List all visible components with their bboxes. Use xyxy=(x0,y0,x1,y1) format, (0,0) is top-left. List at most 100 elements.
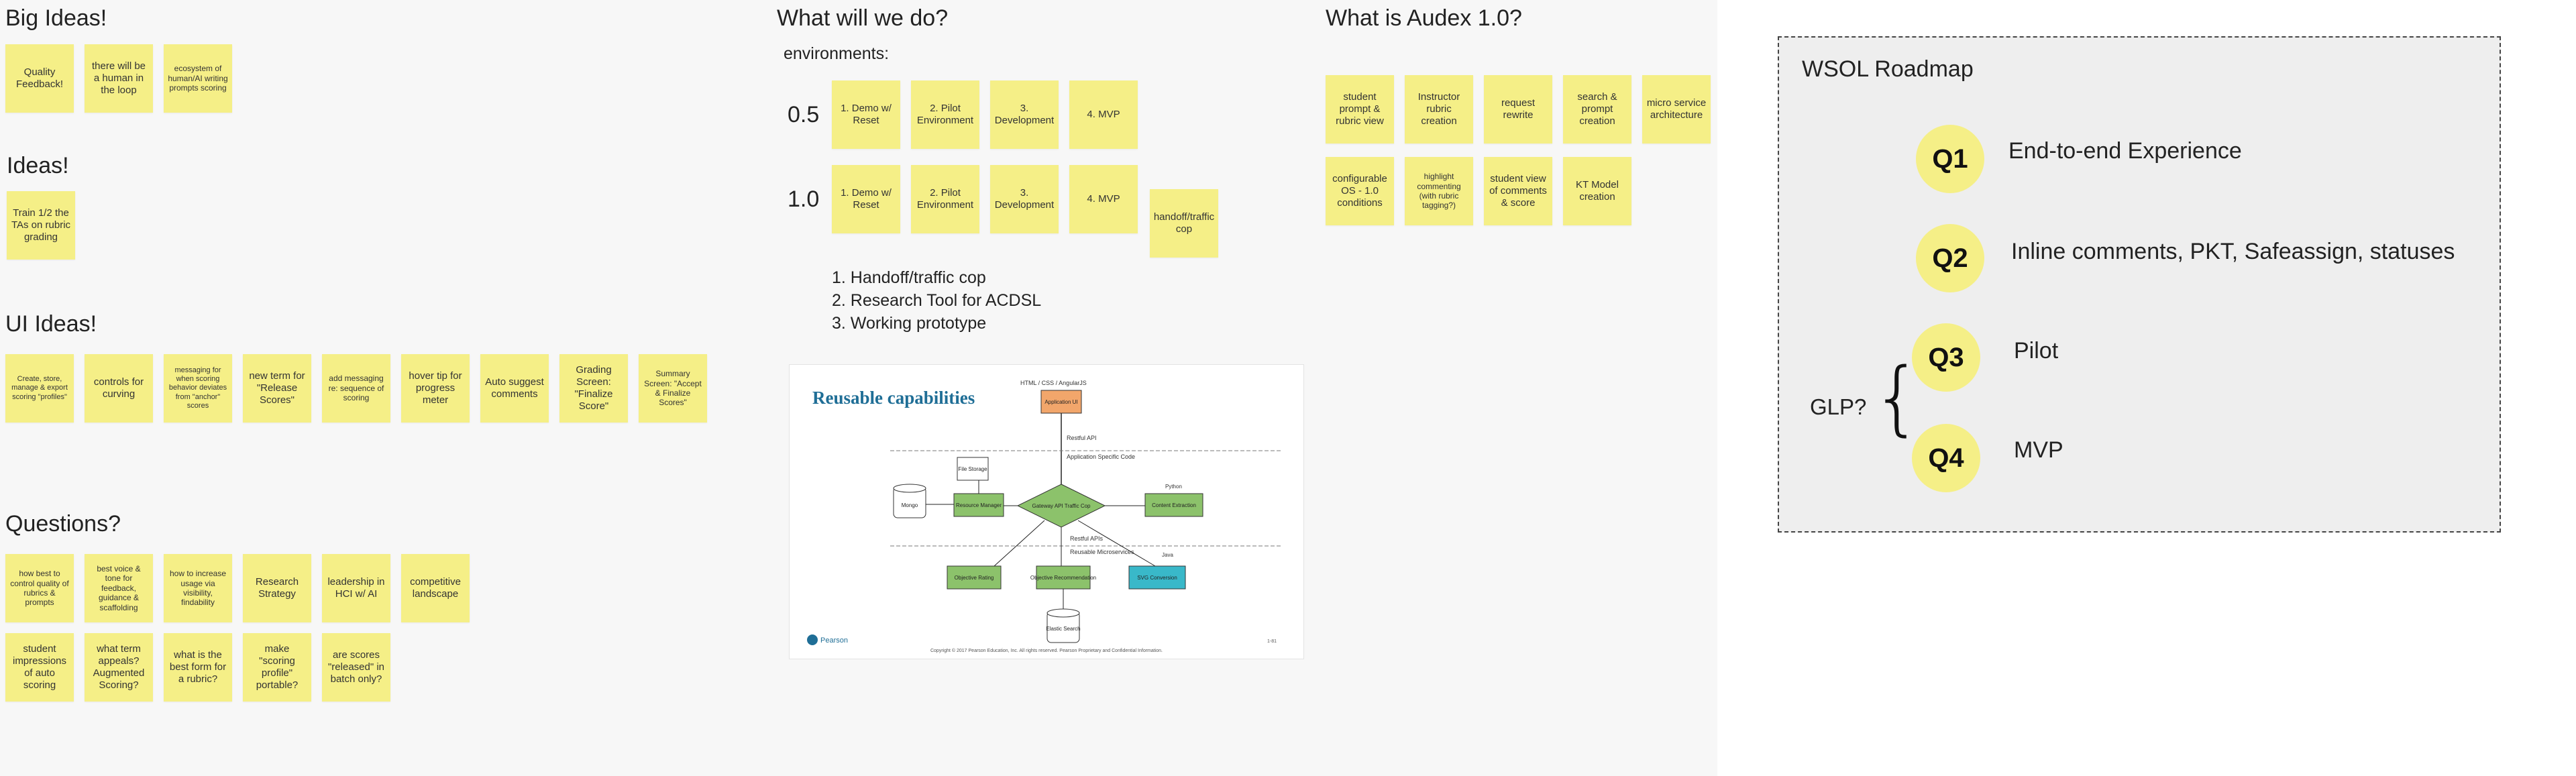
audex-heading: What is Audex 1.0? xyxy=(1326,5,1522,31)
restful-apis-label: Restful APIs xyxy=(1070,535,1104,542)
sticky-note[interactable]: how best to control quality of rubrics &… xyxy=(5,554,74,622)
sticky-note[interactable]: highlight commenting (with rubric taggin… xyxy=(1405,157,1473,225)
sticky-note[interactable]: 2. Pilot Environment xyxy=(911,80,979,149)
sticky-note[interactable]: student impressions of auto scoring xyxy=(5,633,74,702)
list-item: 2. Research Tool for ACDSL xyxy=(832,290,1042,310)
app-specific-label: Application Specific Code xyxy=(1067,453,1135,460)
slide-title: Reusable capabilities xyxy=(812,388,975,408)
sticky-note[interactable]: what term appeals? Augmented Scoring? xyxy=(85,633,153,702)
glp-label: GLP? xyxy=(1810,394,1867,419)
row-label-05: 0.5 xyxy=(788,102,820,127)
elastic-search-label: Elastic Search xyxy=(1046,626,1080,632)
sticky-note[interactable]: 1. Demo w/ Reset xyxy=(832,165,900,233)
sticky-note[interactable]: student prompt & rubric view xyxy=(1326,75,1394,144)
wsol-roadmap-frame[interactable]: WSOL Roadmap Q1 End-to-end Experience Q2… xyxy=(1778,36,2501,533)
quarter-badge-q1: Q1 xyxy=(1916,125,1984,193)
sticky-note[interactable]: Train 1/2 the TAs on rubric grading xyxy=(7,191,75,260)
connector-line xyxy=(994,520,1045,567)
architecture-diagram: Reusable capabilities HTML / CSS / Angul… xyxy=(807,380,1283,653)
resource-manager-label: Resource Manager xyxy=(956,502,1002,508)
sticky-note[interactable]: Grading Screen: "Finalize Score" xyxy=(559,354,628,423)
python-label: Python xyxy=(1165,484,1182,490)
sticky-note[interactable]: 2. Pilot Environment xyxy=(911,165,979,233)
file-storage-label: File Storage xyxy=(958,466,987,472)
sticky-note[interactable]: competitive landscape xyxy=(401,554,470,622)
quarter-text-q3: Pilot xyxy=(2014,338,2059,364)
sticky-note[interactable]: handoff/traffic cop xyxy=(1150,189,1218,258)
copyright-text: Copyright © 2017 Pearson Education, Inc.… xyxy=(930,648,1163,653)
priority-list: 1. Handoff/traffic cop 2. Research Tool … xyxy=(832,267,1041,335)
sticky-note[interactable]: hover tip for progress meter xyxy=(401,354,470,423)
quarter-text-q1: End-to-end Experience xyxy=(2008,138,2242,164)
sticky-note[interactable]: micro service architecture xyxy=(1642,75,1711,144)
sticky-note[interactable]: 4. MVP xyxy=(1069,80,1138,149)
svg-conversion-box xyxy=(1128,565,1186,590)
quarter-text-q2: Inline comments, PKT, Safeassign, status… xyxy=(2011,239,2455,264)
sticky-note[interactable]: are scores "released" in batch only? xyxy=(322,633,390,702)
restful-api-label: Restful API xyxy=(1067,435,1097,441)
content-extraction-label: Content Extraction xyxy=(1152,502,1196,508)
sticky-note[interactable]: 4. MVP xyxy=(1069,165,1138,233)
sticky-note[interactable]: Create, store, manage & export scoring "… xyxy=(5,354,74,423)
elastic-search-db-icon-top xyxy=(1046,608,1080,618)
slide-page-number: 1-81 xyxy=(1267,639,1277,644)
pearson-logo-icon xyxy=(807,634,818,645)
curly-brace: { xyxy=(1872,351,1923,445)
sticky-note[interactable]: Auto suggest comments xyxy=(480,354,549,423)
file-storage-box xyxy=(957,457,989,481)
sticky-note[interactable]: new term for "Release Scores" xyxy=(243,354,311,423)
quarter-badge-q4: Q4 xyxy=(1912,424,1980,492)
sticky-note[interactable]: add messaging re: sequence of scoring xyxy=(322,354,390,423)
top-label: HTML / CSS / AngularJS xyxy=(1020,380,1087,386)
list-item: 3. Working prototype xyxy=(832,313,987,333)
sticky-note[interactable]: there will be a human in the loop xyxy=(85,44,153,113)
sticky-note[interactable]: ecosystem of human/AI writing prompts sc… xyxy=(164,44,232,113)
sticky-note[interactable]: what is the best form for a rubric? xyxy=(164,633,232,702)
mongo-label: Mongo xyxy=(902,502,918,508)
ui-ideas-heading: UI Ideas! xyxy=(5,311,97,337)
sticky-note[interactable]: best voice & tone for feedback, guidance… xyxy=(85,554,153,622)
big-ideas-heading: Big Ideas! xyxy=(5,5,107,31)
sticky-note[interactable]: search & prompt creation xyxy=(1563,75,1631,144)
objective-rating-box xyxy=(947,565,1002,590)
objective-rating-label: Objective Rating xyxy=(955,575,994,581)
mongo-db-icon-top xyxy=(893,484,926,493)
application-ui-label: Application UI xyxy=(1044,399,1077,405)
sticky-note[interactable]: 3. Development xyxy=(990,80,1059,149)
sticky-note[interactable]: 1. Demo w/ Reset xyxy=(832,80,900,149)
sticky-note[interactable]: controls for curving xyxy=(85,354,153,423)
sticky-note[interactable]: Research Strategy xyxy=(243,554,311,622)
roadmap-title: WSOL Roadmap xyxy=(1802,56,1974,82)
quarter-badge-q2: Q2 xyxy=(1916,224,1984,292)
sticky-note[interactable]: how to increase usage via visibility, fi… xyxy=(164,554,232,622)
objective-recommendation-label: Objective Recommendation xyxy=(1030,575,1096,581)
sticky-note[interactable]: make "scoring profile" portable? xyxy=(243,633,311,702)
list-item: 1. Handoff/traffic cop xyxy=(832,268,986,287)
pearson-label: Pearson xyxy=(820,636,848,645)
java-label: Java xyxy=(1162,552,1173,558)
gateway-label: Gateway API Traffic Cop xyxy=(1032,503,1091,509)
sticky-note[interactable]: leadership in HCI w/ AI xyxy=(322,554,390,622)
sticky-note[interactable]: 3. Development xyxy=(990,165,1059,233)
sticky-note[interactable]: request rewrite xyxy=(1484,75,1552,144)
sticky-note[interactable]: configurable OS - 1.0 conditions xyxy=(1326,157,1394,225)
ideas-heading: Ideas! xyxy=(7,153,69,178)
environments-label: environments: xyxy=(784,44,890,63)
sticky-note[interactable]: messaging for when scoring behavior devi… xyxy=(164,354,232,423)
sticky-note[interactable]: Quality Feedback! xyxy=(5,44,74,113)
sticky-note[interactable]: Summary Screen: "Accept & Finalize Score… xyxy=(639,354,707,423)
connector-line xyxy=(1077,520,1156,567)
sticky-note[interactable]: Instructor rubric creation xyxy=(1405,75,1473,144)
reusable-micro-label: Reusable Microservices xyxy=(1070,549,1134,555)
quarter-text-q4: MVP xyxy=(2014,437,2063,463)
what-will-we-do-heading: What will we do? xyxy=(777,5,949,31)
sticky-note[interactable]: student view of comments & score xyxy=(1484,157,1552,225)
svg-conversion-label: SVG Conversion xyxy=(1137,575,1177,581)
reusable-capabilities-slide[interactable]: Reusable capabilities HTML / CSS / Angul… xyxy=(789,364,1304,659)
questions-heading: Questions? xyxy=(5,511,121,537)
quarter-badge-q3: Q3 xyxy=(1912,323,1980,392)
content-extraction-box xyxy=(1144,493,1203,517)
sticky-note[interactable]: KT Model creation xyxy=(1563,157,1631,225)
row-label-10: 1.0 xyxy=(788,186,820,212)
resource-manager-box xyxy=(953,493,1004,517)
